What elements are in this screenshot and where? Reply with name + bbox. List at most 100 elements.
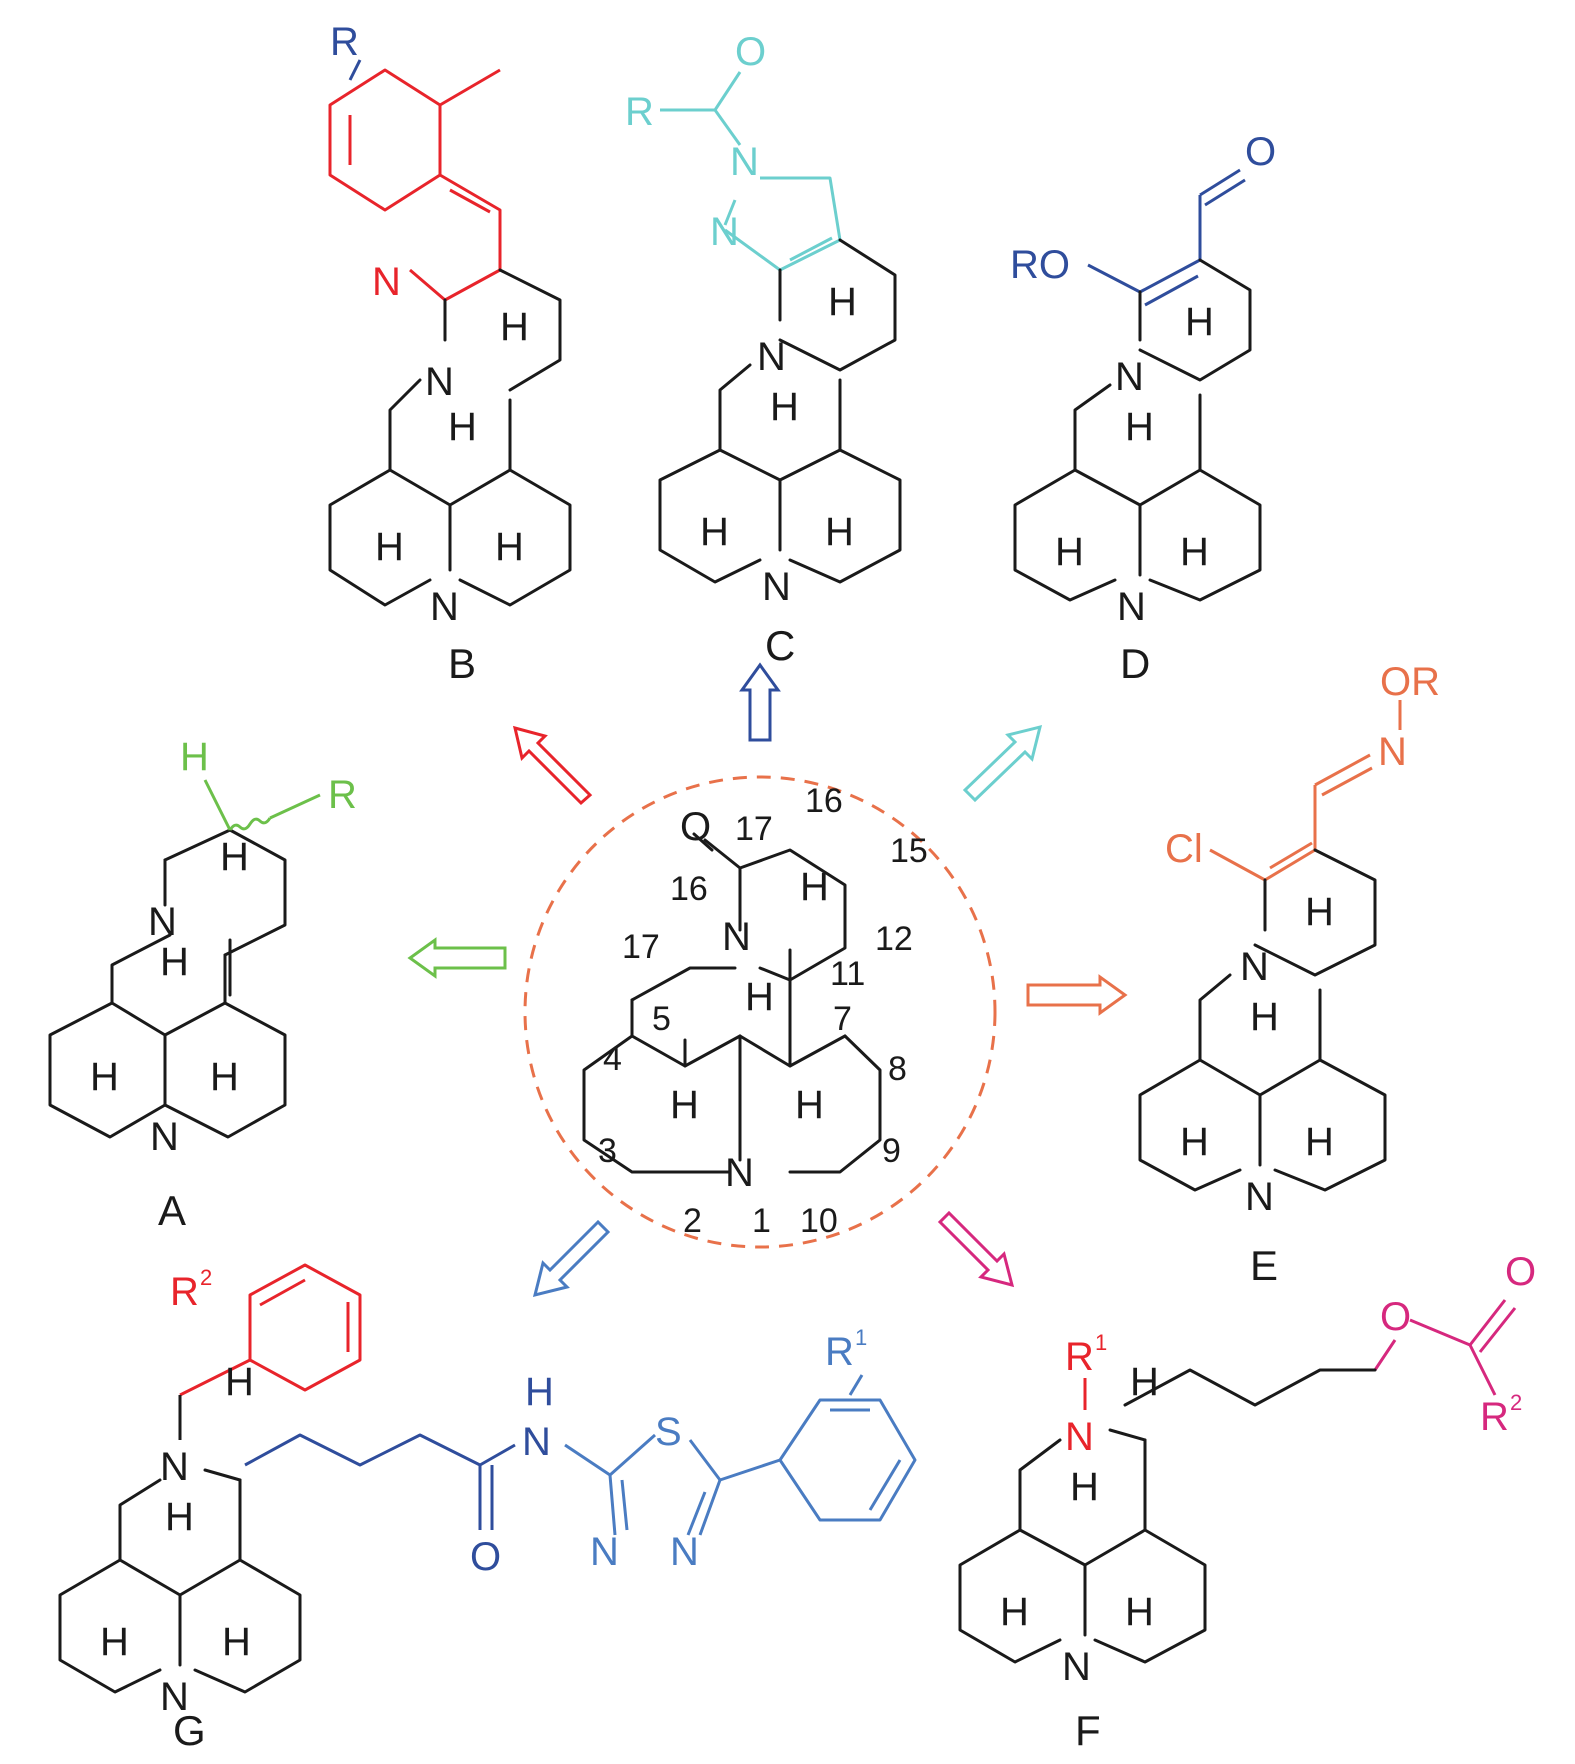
- arrow-to-D: [962, 724, 1043, 803]
- core-highlight-circle: [523, 775, 997, 1249]
- G-N-upper: N: [160, 1445, 189, 1489]
- G-label: G: [173, 1707, 206, 1754]
- C-label: C: [765, 622, 795, 669]
- G-H-mid: H: [165, 1495, 194, 1539]
- F-label: F: [1075, 1707, 1101, 1754]
- A-H-right: H: [210, 1055, 239, 1099]
- F-sub-R2: R: [1480, 1395, 1509, 1439]
- F-sub-O: O: [1380, 1295, 1411, 1339]
- E-N-lower: N: [1245, 1175, 1274, 1219]
- arrow-to-F: [937, 1210, 1015, 1288]
- structure-B: R N N H H H H N B: [328, 20, 572, 687]
- structure-E: OR N Cl N H H H H N E: [1138, 660, 1440, 1289]
- G-H-left: H: [100, 1620, 129, 1664]
- C-H-mid: H: [770, 385, 799, 429]
- G-sub-R1: R: [825, 1330, 854, 1374]
- E-H-right: H: [1305, 1120, 1334, 1164]
- core-num-1: 1: [752, 1202, 771, 1240]
- D-H-mid: H: [1125, 405, 1154, 449]
- G-sub-R2-sup: 2: [200, 1265, 212, 1290]
- F-sub-O2: O: [1505, 1250, 1536, 1294]
- E-sub-N: N: [1378, 730, 1407, 774]
- G-sub-R1-sup: 1: [855, 1325, 867, 1350]
- F-N-lower: N: [1062, 1645, 1091, 1689]
- A-sub-R: R: [328, 773, 357, 817]
- B-H-left: H: [375, 525, 404, 569]
- core-num-5: 5: [652, 1000, 671, 1038]
- B-sub-R: R: [330, 20, 359, 64]
- C-N-upper: N: [757, 335, 786, 379]
- G-sub-N2: N: [590, 1530, 619, 1574]
- structure-F: R 1 N O O R 2 H H H H N F: [958, 1250, 1536, 1754]
- B-H-right: H: [495, 525, 524, 569]
- structure-D: RO O N H H H H N D: [1010, 130, 1276, 687]
- core-num-4: 4: [603, 1040, 622, 1078]
- structure-A: H R N H H H H N A: [48, 735, 357, 1234]
- G-sub-H: H: [525, 1370, 554, 1414]
- F-sub-R1: R: [1065, 1335, 1094, 1379]
- B-sub-N: N: [372, 260, 401, 304]
- G-sub-O: O: [470, 1535, 501, 1579]
- A-label: A: [158, 1187, 186, 1234]
- core-H6: H: [745, 975, 774, 1019]
- arrow-to-G: [532, 1219, 611, 1298]
- core-num-10: 10: [800, 1202, 838, 1240]
- C-sub-N2: N: [710, 210, 739, 254]
- D-H-upper: H: [1185, 300, 1214, 344]
- F-sub-R2-sup: 2: [1510, 1390, 1522, 1415]
- structure-C: R O N N N H H H H N C: [625, 30, 902, 669]
- E-N-upper: N: [1240, 945, 1269, 989]
- F-H-mid: H: [1070, 1465, 1099, 1509]
- E-H-left: H: [1180, 1120, 1209, 1164]
- D-N-upper: N: [1115, 355, 1144, 399]
- core-num-17: 17: [622, 928, 660, 966]
- B-N-upper: N: [425, 360, 454, 404]
- D-H-right: H: [1180, 530, 1209, 574]
- F-H-left: H: [1000, 1590, 1029, 1634]
- C-sub-O: O: [735, 30, 766, 74]
- G-sub-R2: R: [170, 1270, 199, 1314]
- core-N16: N: [722, 915, 751, 959]
- core-num-15: 17: [735, 810, 773, 848]
- G-H-right: H: [222, 1620, 251, 1664]
- A-H-upper: H: [220, 835, 249, 879]
- G-sub-N: N: [522, 1420, 551, 1464]
- C-sub-N1: N: [730, 140, 759, 184]
- A-N-lower: N: [150, 1115, 179, 1159]
- C-N-lower: N: [762, 565, 791, 609]
- G-N-lower: N: [160, 1675, 189, 1719]
- E-sub-OR: OR: [1380, 660, 1440, 704]
- A-N-upper: N: [148, 900, 177, 944]
- core-num-14: 16: [805, 782, 843, 820]
- core-num-16: 16: [670, 870, 708, 908]
- A-H-left: H: [90, 1055, 119, 1099]
- E-label: E: [1250, 1242, 1278, 1289]
- A-H-mid: H: [160, 940, 189, 984]
- structure-G: R 2 H N O S N N R 1 N H H H H N G: [58, 1263, 917, 1754]
- arrow-to-A: [407, 937, 507, 979]
- C-H-right: H: [825, 510, 854, 554]
- E-H-mid: H: [1250, 995, 1279, 1039]
- core-H11: H: [800, 865, 829, 909]
- D-label: D: [1120, 640, 1150, 687]
- core-num-12: 12: [875, 920, 913, 958]
- core-atom-labels: O N H H H H N: [670, 805, 829, 1195]
- B-N-lower: N: [430, 585, 459, 629]
- A-sub-H: H: [180, 735, 209, 779]
- F-H-right: H: [1125, 1590, 1154, 1634]
- arrow-to-C: [739, 662, 781, 742]
- F-H-upper: H: [1130, 1360, 1159, 1404]
- core-num-9: 9: [882, 1132, 901, 1170]
- core-num-13: 15: [890, 832, 928, 870]
- D-sub-RO: RO: [1010, 243, 1070, 287]
- B-H-upper: H: [500, 305, 529, 349]
- E-H-upper: H: [1305, 890, 1334, 934]
- core-H5: H: [670, 1083, 699, 1127]
- core-O: O: [680, 805, 711, 849]
- arrow-to-E: [1026, 974, 1128, 1016]
- core-N1: N: [725, 1151, 754, 1195]
- C-H-upper: H: [828, 280, 857, 324]
- E-sub-Cl: Cl: [1165, 827, 1203, 871]
- D-N-lower: N: [1117, 585, 1146, 629]
- core-num-3: 3: [598, 1132, 617, 1170]
